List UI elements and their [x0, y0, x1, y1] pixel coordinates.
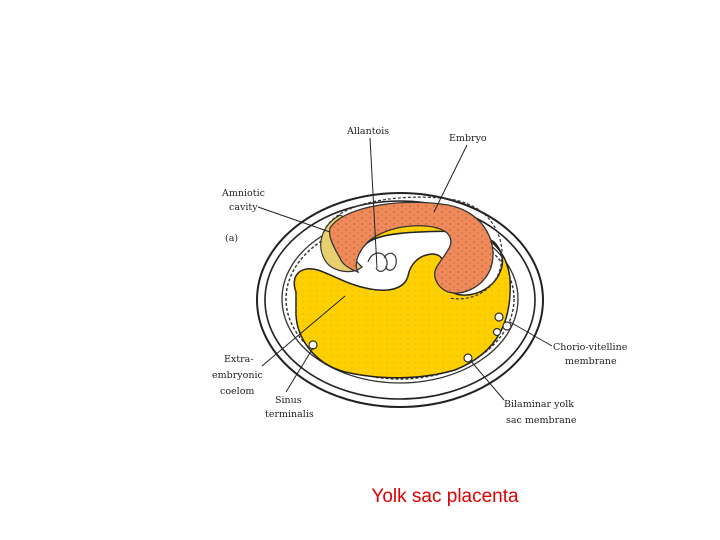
amnion-membrane [323, 196, 503, 300]
label-extra-1: Extra- [224, 354, 254, 365]
label-allantois: Allantois [346, 126, 389, 137]
label-cv-2: membrane [565, 356, 617, 367]
sinus-vessel-right-1 [494, 312, 504, 322]
label-cv-1: Chorio-vitelline [553, 342, 628, 353]
label-bl-1: Bilaminar yolk [504, 399, 574, 410]
leader-allantois [369, 137, 378, 269]
leader-bilaminar [469, 359, 505, 401]
label-amniotic-1: Amniotic [221, 188, 265, 199]
allantoic-stalk [367, 252, 397, 272]
label-panel: (a) [225, 233, 238, 244]
leader-sinus [285, 347, 314, 393]
sinus-vessel-left [308, 340, 318, 350]
leader-choriovitelline [509, 321, 553, 347]
sinus-vessel-right-2 [502, 321, 512, 331]
leader-extraembryonic [261, 295, 346, 367]
label-amniotic-2: cavity [229, 202, 258, 213]
label-embryo: Embryo [449, 133, 487, 144]
leader-amniotic [257, 206, 331, 233]
slide-caption: Yolk sac placenta [371, 486, 519, 507]
label-sinus-2: terminalis [265, 409, 314, 420]
label-bl-2: sac membrane [506, 415, 577, 426]
label-sinus-1: Sinus [275, 395, 302, 406]
label-extra-3: coelom [220, 386, 254, 397]
leader-embryo [433, 144, 468, 213]
label-extra-2: embryonic [212, 370, 263, 381]
sinus-vessel-right-3 [492, 327, 502, 337]
